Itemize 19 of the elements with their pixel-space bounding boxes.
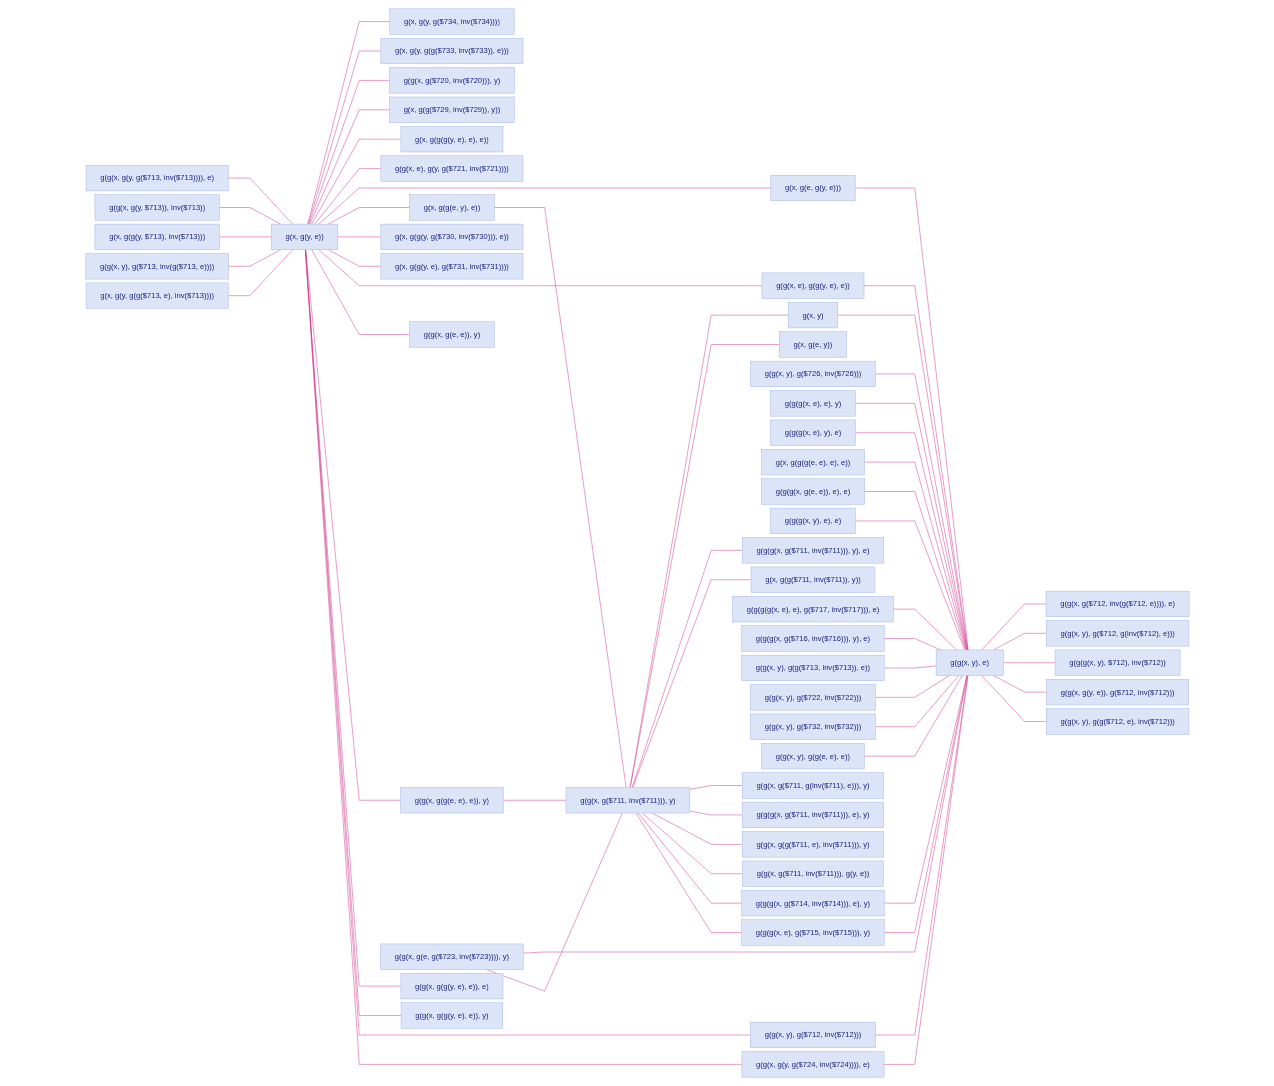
connector bbox=[309, 109, 390, 225]
connector bbox=[307, 21, 390, 225]
connector bbox=[883, 675, 968, 1065]
connector bbox=[854, 520, 965, 651]
connector bbox=[307, 50, 381, 225]
connector bbox=[863, 461, 966, 651]
connector bbox=[863, 285, 968, 651]
connector bbox=[854, 187, 968, 651]
connector bbox=[863, 491, 966, 651]
connector bbox=[874, 373, 967, 651]
connector bbox=[305, 249, 401, 801]
connector bbox=[631, 550, 742, 788]
connector bbox=[308, 80, 390, 225]
connector bbox=[837, 314, 968, 651]
connector bbox=[522, 675, 968, 954]
connector bbox=[493, 207, 626, 788]
connector bbox=[632, 579, 751, 788]
connector bbox=[318, 249, 762, 286]
connector bbox=[874, 675, 968, 1036]
